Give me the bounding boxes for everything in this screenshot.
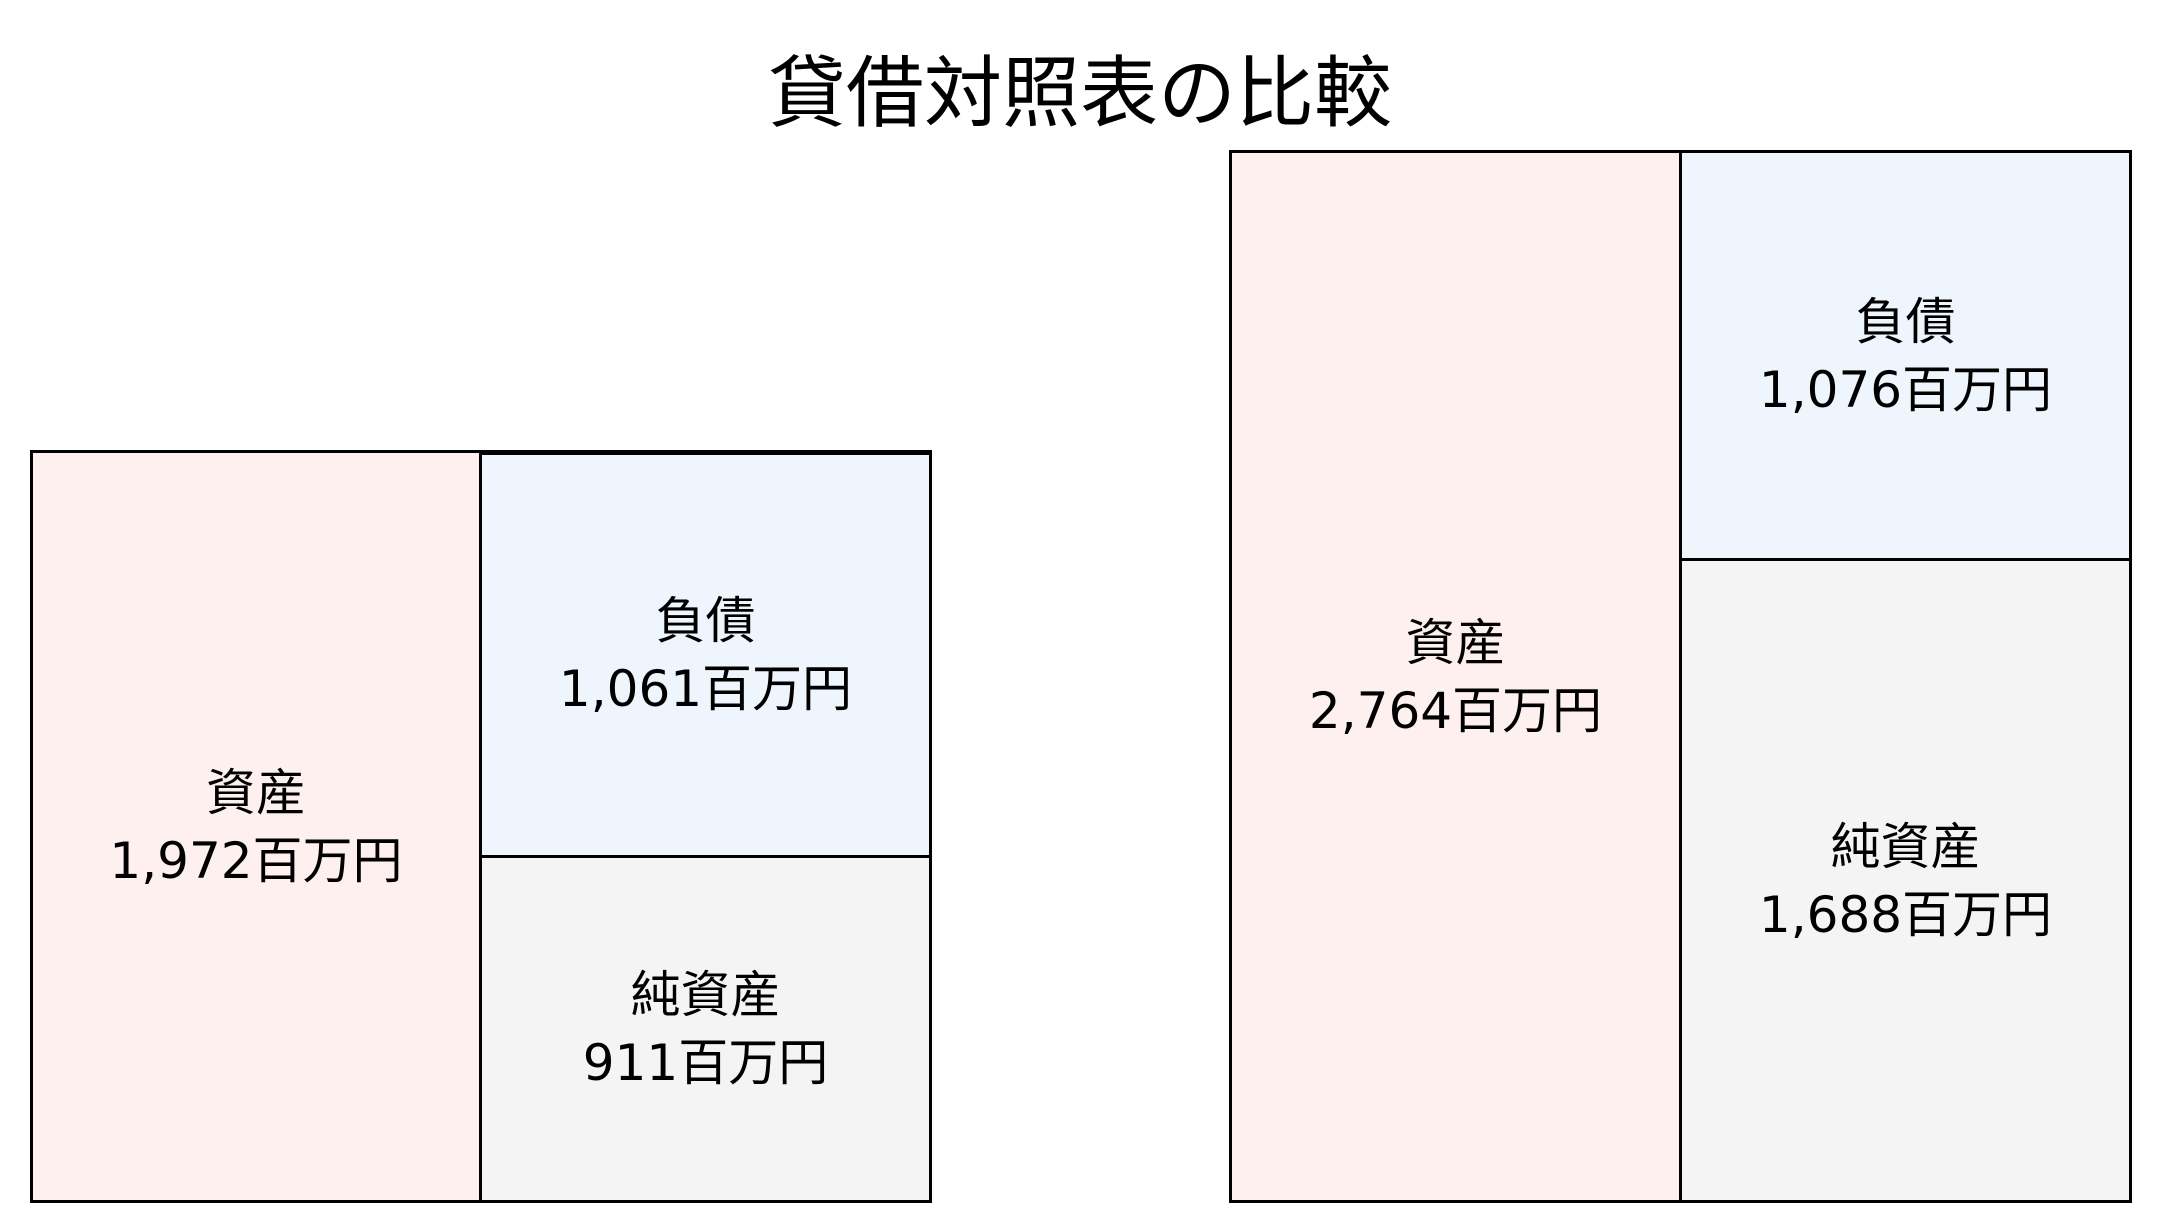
net-assets-value: 1,688百万円 — [1758, 885, 2053, 944]
assets-value: 1,972百万円 — [109, 831, 403, 890]
net-assets-label: 純資産 — [630, 966, 781, 1024]
liabilities-label: 負債 — [655, 592, 756, 650]
diagram-title: 貸借対照表の比較 — [767, 49, 1392, 139]
assets-value: 2,764百万円 — [1308, 681, 1603, 740]
liabilities-value: 1,076百万円 — [1758, 360, 2053, 419]
assets-block: 資産 1,972百万円 — [30, 450, 482, 1203]
net-assets-label: 純資産 — [1830, 817, 1981, 876]
liabilities-label: 負債 — [1855, 292, 1956, 351]
assets-label: 資産 — [206, 763, 306, 822]
liabilities-value: 1,061百万円 — [558, 660, 853, 718]
net-assets-block: 純資産 1,688百万円 — [1679, 558, 2132, 1203]
liabilities-block: 負債 1,076百万円 — [1679, 150, 2132, 561]
net-assets-value: 911百万円 — [582, 1034, 829, 1092]
assets-label: 資産 — [1405, 613, 1506, 672]
assets-block: 資産 2,764百万円 — [1229, 150, 1682, 1203]
net-assets-block: 純資産 911百万円 — [479, 855, 932, 1203]
liabilities-block: 負債 1,061百万円 — [479, 450, 932, 858]
